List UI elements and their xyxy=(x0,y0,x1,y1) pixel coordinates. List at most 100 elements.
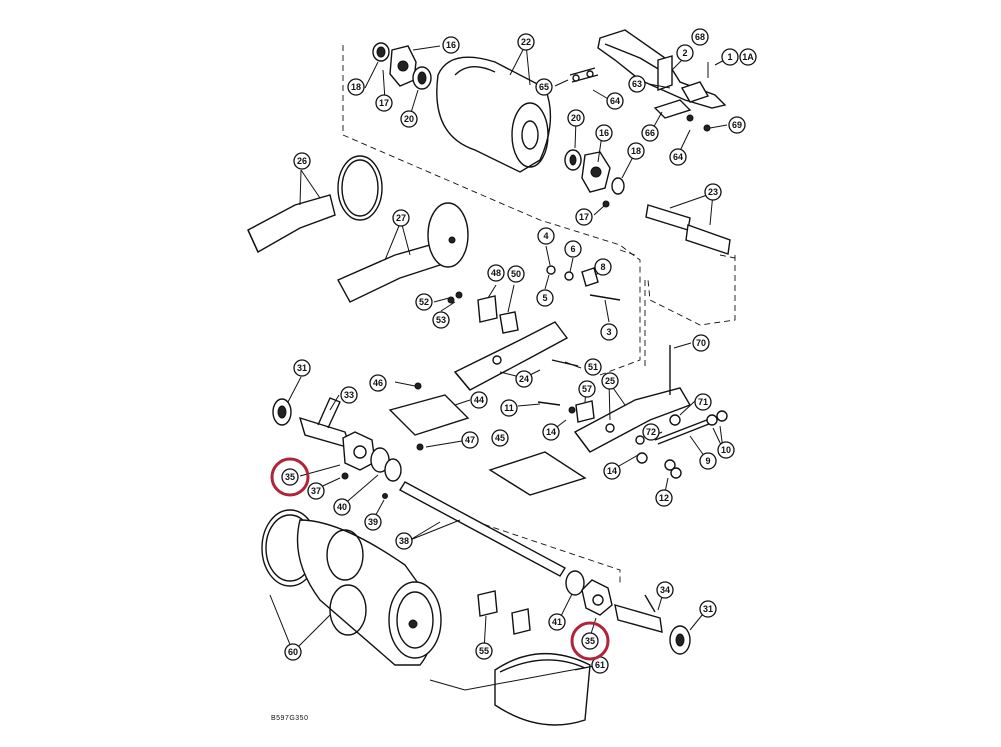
callout-38: 38 xyxy=(395,532,413,550)
svg-text:69: 69 xyxy=(732,120,742,130)
callout-35-left: 35 xyxy=(281,468,299,486)
svg-text:38: 38 xyxy=(399,536,409,546)
svg-text:44: 44 xyxy=(474,395,484,405)
svg-text:37: 37 xyxy=(311,486,321,496)
svg-text:17: 17 xyxy=(379,98,389,108)
svg-text:47: 47 xyxy=(465,435,475,445)
svg-text:18: 18 xyxy=(351,82,361,92)
callout-53: 53 xyxy=(432,311,450,329)
svg-text:4: 4 xyxy=(543,231,548,241)
callout-31-left: 31 xyxy=(293,359,311,377)
callout-68: 68 xyxy=(691,28,709,46)
svg-text:25: 25 xyxy=(605,376,615,386)
svg-text:35: 35 xyxy=(585,636,595,646)
callout-57: 57 xyxy=(578,380,596,398)
bottom-roller xyxy=(261,509,442,666)
callout-50: 50 xyxy=(507,265,525,283)
callout-44: 44 xyxy=(470,391,488,409)
callout-52: 52 xyxy=(415,293,433,311)
long-shaft xyxy=(399,481,566,577)
svg-text:5: 5 xyxy=(542,293,547,303)
callout-18-right: 18 xyxy=(627,142,645,160)
svg-text:64: 64 xyxy=(673,152,683,162)
callout-47: 47 xyxy=(461,431,479,449)
callout-65: 65 xyxy=(535,78,553,96)
svg-text:12: 12 xyxy=(659,493,669,503)
svg-text:55: 55 xyxy=(479,646,489,656)
callout-40: 40 xyxy=(333,498,351,516)
callout-27: 27 xyxy=(392,209,410,227)
svg-text:68: 68 xyxy=(695,32,705,42)
svg-text:65: 65 xyxy=(539,82,549,92)
callout-22: 22 xyxy=(517,33,535,51)
callout-55: 55 xyxy=(475,642,493,660)
callout-1A: 1A xyxy=(739,48,757,66)
svg-text:63: 63 xyxy=(632,79,642,89)
svg-text:6: 6 xyxy=(570,244,575,254)
svg-text:66: 66 xyxy=(645,128,655,138)
callout-63: 63 xyxy=(628,75,646,93)
callout-5: 5 xyxy=(536,289,554,307)
svg-text:60: 60 xyxy=(288,647,298,657)
svg-text:24: 24 xyxy=(519,374,529,384)
svg-text:40: 40 xyxy=(337,502,347,512)
svg-text:52: 52 xyxy=(419,297,429,307)
callout-12: 12 xyxy=(655,489,673,507)
callout-11: 11 xyxy=(500,399,518,417)
svg-text:41: 41 xyxy=(552,617,562,627)
callout-61: 61 xyxy=(591,656,609,674)
svg-text:1: 1 xyxy=(727,52,732,62)
shield-plates xyxy=(388,382,587,496)
svg-text:34: 34 xyxy=(660,585,670,595)
callout-1: 1 xyxy=(721,48,739,66)
svg-text:9: 9 xyxy=(705,456,710,466)
svg-text:48: 48 xyxy=(491,268,501,278)
callout-17-top: 17 xyxy=(375,94,393,112)
svg-text:39: 39 xyxy=(368,517,378,527)
svg-text:72: 72 xyxy=(646,427,656,437)
callout-6: 6 xyxy=(564,240,582,258)
svg-text:17: 17 xyxy=(579,212,589,222)
highlight-ring-35-right xyxy=(570,621,610,661)
svg-text:14: 14 xyxy=(607,466,617,476)
svg-text:14: 14 xyxy=(546,427,556,437)
callout-34: 34 xyxy=(656,581,674,599)
dashed-outlines xyxy=(342,45,736,585)
svg-text:27: 27 xyxy=(396,213,406,223)
svg-text:33: 33 xyxy=(344,390,354,400)
callout-14-mid: 14 xyxy=(542,423,560,441)
svg-text:23: 23 xyxy=(708,187,718,197)
svg-text:70: 70 xyxy=(696,338,706,348)
svg-text:11: 11 xyxy=(504,403,514,413)
highlight-ring-35-left xyxy=(270,457,310,497)
svg-text:50: 50 xyxy=(511,269,521,279)
callout-18-top: 18 xyxy=(347,78,365,96)
callout-17-right: 17 xyxy=(575,208,593,226)
callout-24: 24 xyxy=(515,370,533,388)
callout-71: 71 xyxy=(694,393,712,411)
callout-3: 3 xyxy=(600,323,618,341)
callout-41: 41 xyxy=(548,613,566,631)
svg-text:2: 2 xyxy=(682,48,687,58)
svg-text:16: 16 xyxy=(446,40,456,50)
svg-text:46: 46 xyxy=(373,378,383,388)
callout-20-right: 20 xyxy=(567,109,585,127)
callout-16-top: 16 xyxy=(442,36,460,54)
callout-26: 26 xyxy=(293,152,311,170)
callout-45: 45 xyxy=(491,429,509,447)
callout-46: 46 xyxy=(369,374,387,392)
svg-text:71: 71 xyxy=(698,397,708,407)
svg-text:51: 51 xyxy=(588,362,598,372)
svg-text:61: 61 xyxy=(595,660,605,670)
callout-33: 33 xyxy=(340,386,358,404)
svg-text:16: 16 xyxy=(599,128,609,138)
callout-39: 39 xyxy=(364,513,382,531)
callout-69: 69 xyxy=(728,116,746,134)
callout-60: 60 xyxy=(284,643,302,661)
callout-8: 8 xyxy=(594,258,612,276)
callout-4: 4 xyxy=(537,227,555,245)
svg-text:3: 3 xyxy=(606,327,611,337)
svg-text:22: 22 xyxy=(521,37,531,47)
svg-text:57: 57 xyxy=(582,384,592,394)
svg-text:45: 45 xyxy=(495,433,505,443)
